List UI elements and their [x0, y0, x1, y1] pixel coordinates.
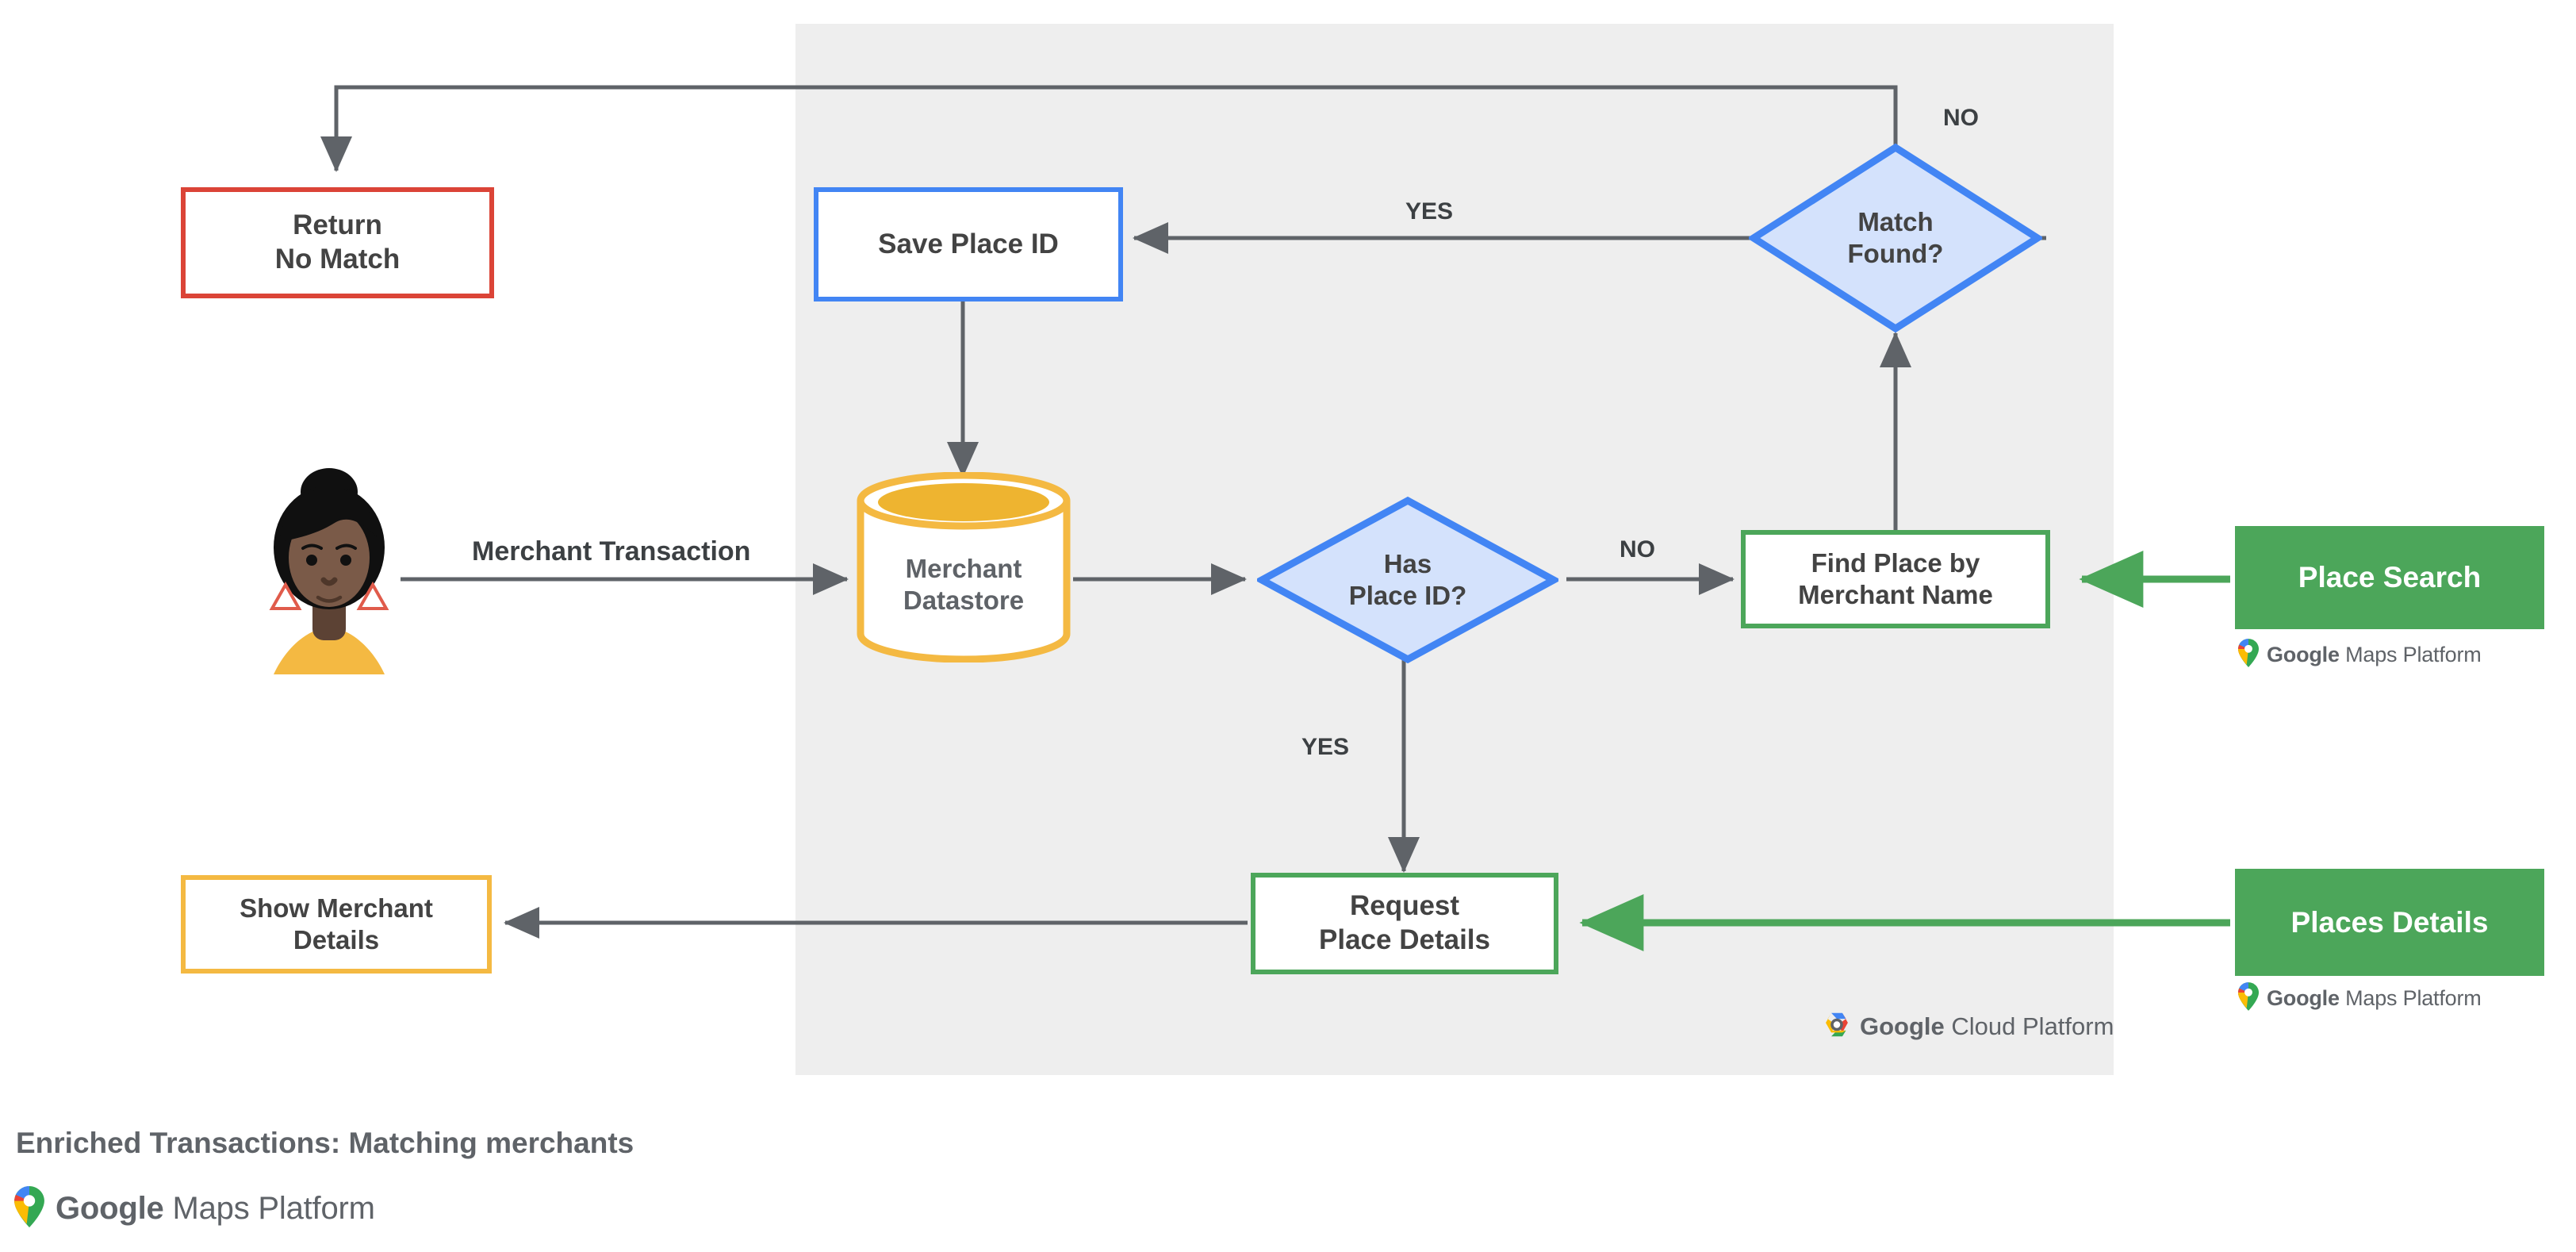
google-cloud-platform-logo-text: Google Cloud Platform — [1860, 1012, 2114, 1040]
footer-maps-platform-logo: Google Maps Platform — [14, 1186, 375, 1231]
diagram-caption: Enriched Transactions: Matching merchant… — [16, 1127, 634, 1159]
edge-label-has-place-id-yes: YES — [1301, 734, 1350, 760]
cloud-hexagon-icon — [1823, 1012, 1851, 1042]
api-chip-places-details[interactable]: Places Details — [2235, 869, 2544, 976]
node-has-place-id-decision[interactable]: Has Place ID? — [1254, 496, 1562, 664]
footer-maps-platform-logo-text: Google Maps Platform — [56, 1191, 375, 1226]
edge-label-merchant-transaction: Merchant Transaction — [472, 536, 751, 566]
api-chip-place-search[interactable]: Place Search — [2235, 526, 2544, 629]
maps-pin-icon — [2238, 639, 2259, 671]
node-return-no-match-label: Return No Match — [274, 209, 401, 275]
node-show-merchant-details[interactable]: Show Merchant Details — [181, 875, 492, 974]
api-chip-places-details-label: Places Details — [2290, 905, 2489, 939]
edge-label-has-place-id-no: NO — [1620, 536, 1655, 563]
node-request-place-details[interactable]: Request Place Details — [1251, 873, 1558, 974]
node-find-place-by-merchant-name[interactable]: Find Place by Merchant Name — [1741, 530, 2050, 628]
node-return-no-match[interactable]: Return No Match — [181, 187, 494, 298]
maps-platform-logo-text: Google Maps Platform — [2267, 986, 2482, 1010]
edge-label-match-found-no: NO — [1943, 105, 1979, 131]
maps-platform-logo-text: Google Maps Platform — [2267, 643, 2482, 666]
api-chip-place-search-label: Place Search — [2298, 561, 2482, 593]
customer-avatar — [262, 464, 397, 674]
maps-platform-logo-places-details: Google Maps Platform — [2238, 982, 2482, 1015]
google-cloud-platform-logo: Google Cloud Platform — [1823, 1012, 2114, 1042]
node-merchant-datastore[interactable]: Merchant Datastore — [853, 471, 1074, 663]
node-request-place-details-label: Request Place Details — [1319, 890, 1490, 955]
maps-pin-icon — [14, 1186, 44, 1231]
edge-label-match-found-yes: YES — [1405, 198, 1454, 225]
node-show-merchant-details-label: Show Merchant Details — [240, 893, 433, 954]
node-find-place-by-merchant-name-label: Find Place by Merchant Name — [1798, 547, 1993, 609]
maps-platform-logo-place-search: Google Maps Platform — [2238, 639, 2482, 671]
maps-pin-icon — [2238, 982, 2259, 1015]
node-save-place-id-label: Save Place ID — [878, 228, 1059, 259]
node-match-found-decision[interactable]: Match Found? — [1746, 143, 2045, 333]
node-save-place-id[interactable]: Save Place ID — [814, 187, 1123, 301]
node-merchant-datastore-label: Merchant Datastore — [903, 554, 1025, 616]
